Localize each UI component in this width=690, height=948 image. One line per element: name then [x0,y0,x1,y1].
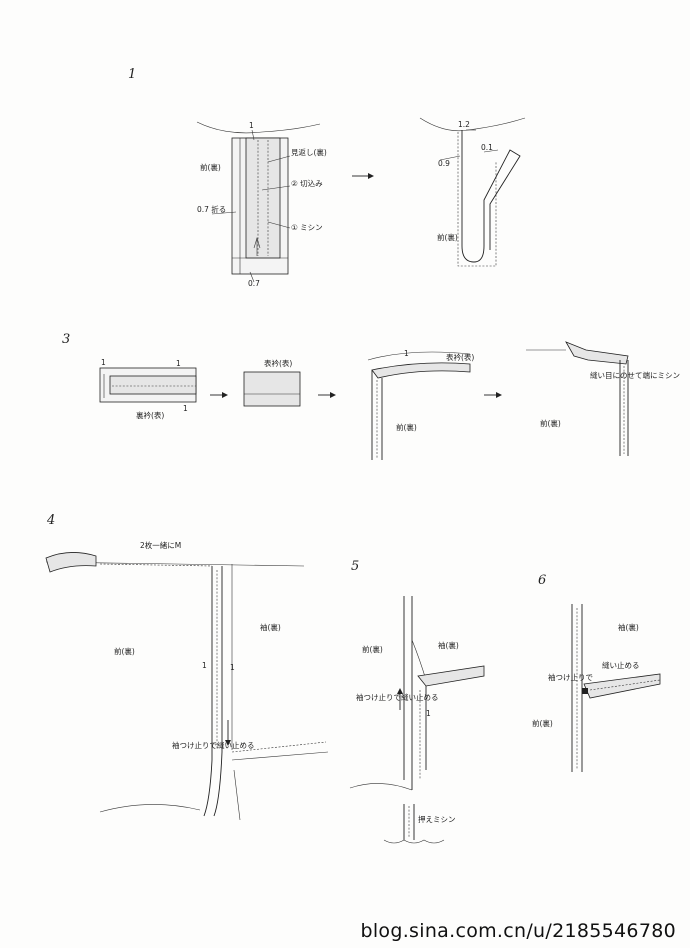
step1-arrow [352,173,374,179]
step1-right-n01: 0.1 [481,143,493,152]
step1-left-figure [196,121,321,283]
step1-right-mae-label: 前(裏) [437,232,458,242]
step3-a-figure [99,367,197,403]
step5-n1: 1 [426,709,431,718]
step3-b-label: 表衿(表) [264,358,292,368]
step3-d-note: 縫い目にのせて端にミシン [590,370,680,380]
step-number-3: 3 [62,332,70,347]
step4-top-note: 2枚一緒にM [140,540,181,550]
watermark: blog.sina.com.cn/u/2185546780 [360,920,676,942]
step-number-1: 1 [128,67,136,82]
step6-figure [571,604,661,772]
step4-sode-label: 袖(裏) [260,622,281,632]
step6-note: 袖つけ止りで [548,672,593,682]
step3-c-mae-label: 前(裏) [396,422,417,432]
step4-note: 袖つけ止りで縫い止める [172,740,255,750]
step4-mae-label: 前(裏) [114,646,135,656]
step3-c-label: 表衿(表) [446,352,474,362]
step-number-5: 5 [351,559,359,574]
step1-left-bottom-num: 0.7 [248,279,260,288]
step1-left-fold-label: 0.7 折る [197,204,226,214]
step5-osae-label: 押えミシン [418,814,456,824]
step3-a-n1b: 1 [176,359,181,368]
step1-right-n12: 1.2 [458,120,470,129]
step5-mae-label: 前(裏) [362,644,383,654]
step1-left-mihakashi-label: 見返し(裏) [291,147,327,157]
step1-right-figure [419,117,526,267]
step6-mae-label: 前(裏) [532,718,553,728]
step3-a-n1a: 1 [101,358,106,367]
step3-a-label: 裏衿(表) [136,410,164,420]
step3-d-figure [526,341,629,456]
step6-sode-label: 袖(裏) [618,622,639,632]
step3-arrow-2 [318,392,336,398]
step3-arrow-1 [210,392,228,398]
step3-a-n1c: 1 [183,404,188,413]
step3-c-figure [367,351,471,460]
step-number-6: 6 [538,573,546,588]
step3-c-n1: 1 [404,349,409,358]
step1-left-kirikomi-label: ② 切込み [291,179,323,188]
step-number-4: 4 [46,513,55,528]
step5-note: 袖つけ止りで縫い止める [356,692,439,702]
step3-arrow-3 [484,392,502,398]
step6-stop-label: 縫い止める [602,660,640,670]
step5-figure [349,596,485,844]
step3-b-figure [243,371,301,407]
step4-figure [45,552,329,821]
step1-left-mishin-label: ① ミシン [291,223,323,232]
step1-left-mae-label: 前(裏) [200,162,221,172]
step1-left-top-num: 1 [249,121,254,130]
step4-n1a: 1 [202,661,207,670]
step1-right-n09: 0.9 [438,159,450,168]
step4-n1b: 1 [230,663,235,672]
step5-sode-label: 袖(裏) [438,640,459,650]
step3-d-mae-label: 前(裏) [540,418,561,428]
